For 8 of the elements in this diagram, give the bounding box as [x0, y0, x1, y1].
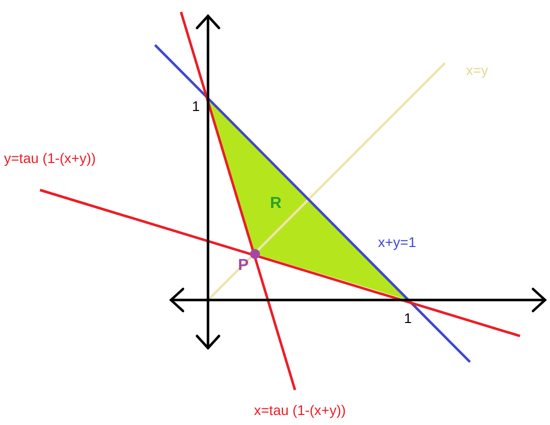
tick-label: 1 [404, 310, 412, 326]
region-label: R [270, 195, 282, 213]
line-label: y=tau (1-(x+y)) [4, 150, 96, 166]
point-label: P [238, 258, 249, 274]
line-label: x=tau (1-(x+y)) [254, 402, 346, 418]
tick-label: 1 [192, 98, 200, 114]
line-label: x=y [466, 62, 488, 78]
line-label: x+y=1 [378, 234, 416, 250]
